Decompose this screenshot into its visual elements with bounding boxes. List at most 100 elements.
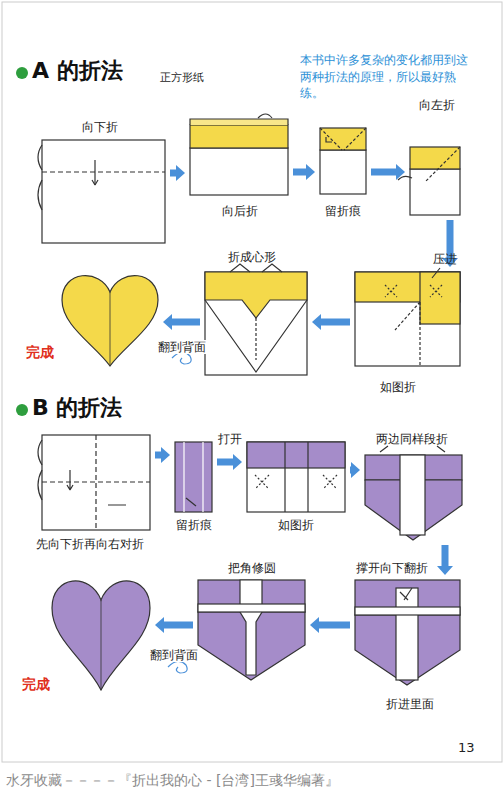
figure-rect <box>190 125 288 148</box>
step-arrow <box>437 545 453 575</box>
figure-rect <box>420 272 460 324</box>
step-figure: 向后折 <box>190 125 288 195</box>
step-arrow <box>155 447 170 463</box>
done-label: 完成 <box>22 676 50 693</box>
step-arrow <box>350 462 360 478</box>
figure-path <box>400 588 412 600</box>
section-heading: B 的折法 <box>32 395 122 421</box>
figure-circle <box>16 67 28 79</box>
step-caption: 折进里面 <box>386 697 434 711</box>
figure-path <box>258 114 272 118</box>
step-arrow <box>170 165 185 181</box>
step-arrow <box>293 164 315 180</box>
step-figure: 完成 <box>52 575 150 690</box>
figure-path <box>425 147 460 182</box>
step-arrow <box>371 164 405 180</box>
figure-rect <box>247 442 345 468</box>
step-arrow <box>312 314 350 330</box>
step-figure: 完成 <box>62 272 158 367</box>
step-figure: 把角修圆 <box>198 580 305 680</box>
figure-rect <box>320 150 366 194</box>
step-figure: 先向下折再向右对折 <box>42 435 150 530</box>
figure-rect <box>198 604 305 612</box>
figure-path <box>432 268 440 278</box>
figure-path <box>38 440 42 500</box>
step-caption: 把角修圆 <box>228 561 276 575</box>
figure-g <box>2 2 502 762</box>
step-caption: 如图折 <box>380 380 416 394</box>
step-caption: 留折痕 <box>176 518 212 532</box>
step-figure: 留折痕 <box>320 128 366 194</box>
figure-path <box>205 300 307 372</box>
step-caption: 先向下折再向右对折 <box>36 537 144 551</box>
figure-path <box>285 442 308 512</box>
figure-path <box>52 581 150 690</box>
figure-rect <box>247 442 345 512</box>
figure-path <box>190 119 288 125</box>
figure-rect <box>396 588 418 680</box>
figure-path <box>255 318 256 360</box>
paper-note: 正方形纸 <box>160 71 204 84</box>
figure-line <box>110 292 111 366</box>
page-number: 13 <box>458 740 475 756</box>
figure-rect <box>320 128 366 150</box>
step-caption: 向下折 <box>82 120 118 134</box>
step-arrow <box>217 454 242 470</box>
figure-rect <box>355 607 460 615</box>
figure-path <box>326 137 332 142</box>
figure-path <box>380 446 445 452</box>
arrow-label: 翻到背面 <box>157 340 207 354</box>
step-caption: 两边同样段折 <box>376 432 448 446</box>
step-caption: 撑开向下翻折 <box>356 561 428 575</box>
figure-line <box>202 442 203 512</box>
figure-path <box>62 276 158 366</box>
figure-line <box>94 160 95 185</box>
figure-path <box>92 180 98 185</box>
intro-note: 本书中许多复杂的变化都用到这两种折法的原理，所以最好熟练。 <box>300 52 472 102</box>
step-figure: 折成心形 <box>205 272 307 375</box>
watermark: 水牙收藏－－－－『折出我的心 - [台湾]王彧华编著』 <box>6 772 339 789</box>
step-arrow <box>163 314 200 330</box>
arrow-label: 打开 <box>217 432 243 446</box>
figure-path <box>67 470 126 505</box>
figure-path <box>205 272 307 318</box>
figure-path <box>240 580 262 675</box>
figure-rect <box>410 169 460 215</box>
figure-path <box>230 264 282 272</box>
done-label: 完成 <box>26 344 54 361</box>
step-arrow <box>310 617 350 633</box>
figure-path <box>320 128 366 150</box>
figure-line <box>42 481 150 482</box>
step-caption: 留折痕 <box>325 204 361 218</box>
arrow-label: 翻到背面 <box>149 648 199 662</box>
figure-path <box>255 475 337 489</box>
step-arrow <box>155 617 193 633</box>
step-figure: 向下折 <box>42 140 165 243</box>
figure-rect <box>400 455 425 535</box>
step-caption: 向后折 <box>222 204 258 218</box>
figure-line <box>95 435 96 530</box>
step-figure: 撑开向下翻折折进里面 <box>355 580 460 685</box>
step-caption: 向左折 <box>419 98 455 112</box>
figure-path <box>395 302 420 366</box>
figure-rect <box>2 2 502 762</box>
step-figure: 留折痕 <box>175 442 212 512</box>
step-caption: 压进 <box>433 252 457 266</box>
step-figure: 压进如图折 <box>355 272 460 366</box>
step-caption: 如图折 <box>278 518 314 532</box>
figure-path <box>385 285 442 297</box>
figure-rect <box>205 272 307 375</box>
step-caption: 折成心形 <box>228 250 276 264</box>
step-figure: 两边同样段折 <box>365 455 462 540</box>
figure-rect <box>355 272 460 366</box>
figure-path <box>398 176 412 180</box>
figure-line <box>42 171 165 172</box>
step-figure: 如图折 <box>247 442 345 512</box>
step-figure: 向左折 <box>410 147 460 215</box>
figure-rect <box>175 442 212 512</box>
figure-rect <box>190 148 288 195</box>
section-heading: A 的折法 <box>32 58 123 84</box>
figure-rect <box>410 147 460 169</box>
figure-rect <box>42 140 165 243</box>
figure-path <box>168 661 187 673</box>
